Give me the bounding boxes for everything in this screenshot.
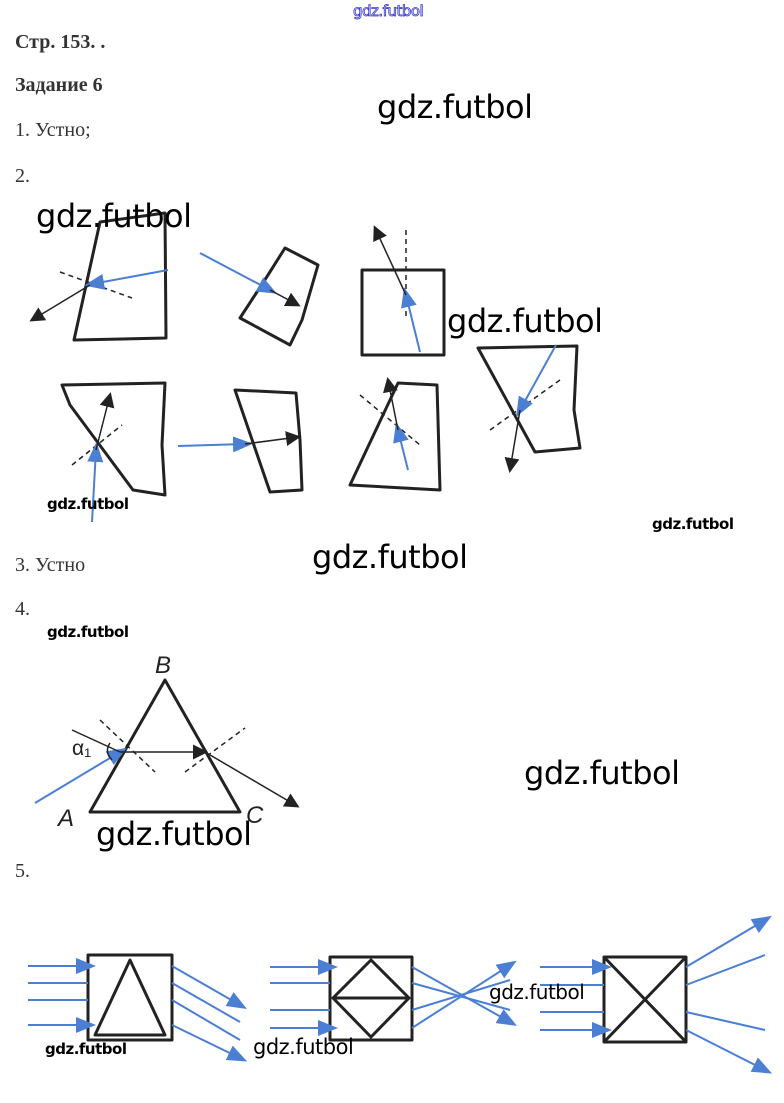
task-title: Задание 6	[15, 74, 103, 96]
vertex-a-label: A	[58, 805, 75, 832]
item-3: 3. Устно	[15, 554, 86, 576]
vertex-c-label: C	[246, 802, 264, 829]
glass-shape-3	[360, 268, 446, 357]
watermark: gdz.futbol	[47, 623, 129, 641]
angle-label: α₁	[72, 737, 92, 760]
watermark: gdz.futbol	[96, 815, 252, 853]
watermark: gdz.futbol	[47, 495, 129, 513]
item-4: 4.	[15, 598, 30, 620]
watermark: gdz.futbol	[652, 515, 734, 533]
box-2	[328, 955, 414, 1042]
glass-shape-7	[348, 381, 442, 492]
rays-box-2	[270, 959, 517, 1036]
box-1	[86, 953, 174, 1042]
rays-box-3	[540, 915, 773, 1074]
glass-shape-6	[233, 388, 304, 494]
watermark-link[interactable]: gdz.futbol	[353, 2, 425, 21]
watermark: gdz.futbol	[447, 302, 603, 340]
item-5: 5.	[15, 860, 30, 882]
glass-shape-4	[476, 344, 582, 454]
box-3	[602, 955, 688, 1044]
item-1: 1. Устно;	[15, 119, 91, 141]
prism-triangle	[88, 678, 242, 814]
watermark: gdz.futbol	[253, 1035, 354, 1059]
rays-box-1	[28, 958, 248, 1062]
page-number: Стр. 153. .	[15, 31, 106, 53]
vertex-b-label: B	[155, 652, 172, 679]
glass-shape-2	[238, 246, 320, 347]
watermark: gdz.futbol	[489, 980, 585, 1004]
watermark: gdz.futbol	[312, 538, 468, 576]
watermark: gdz.futbol	[36, 197, 192, 235]
glass-shape-5	[60, 381, 167, 497]
item-2: 2.	[15, 165, 30, 187]
watermark: gdz.futbol	[377, 88, 533, 126]
watermark: gdz.futbol	[45, 1040, 127, 1058]
watermark: gdz.futbol	[524, 754, 680, 792]
glass-shape-1	[72, 211, 168, 342]
